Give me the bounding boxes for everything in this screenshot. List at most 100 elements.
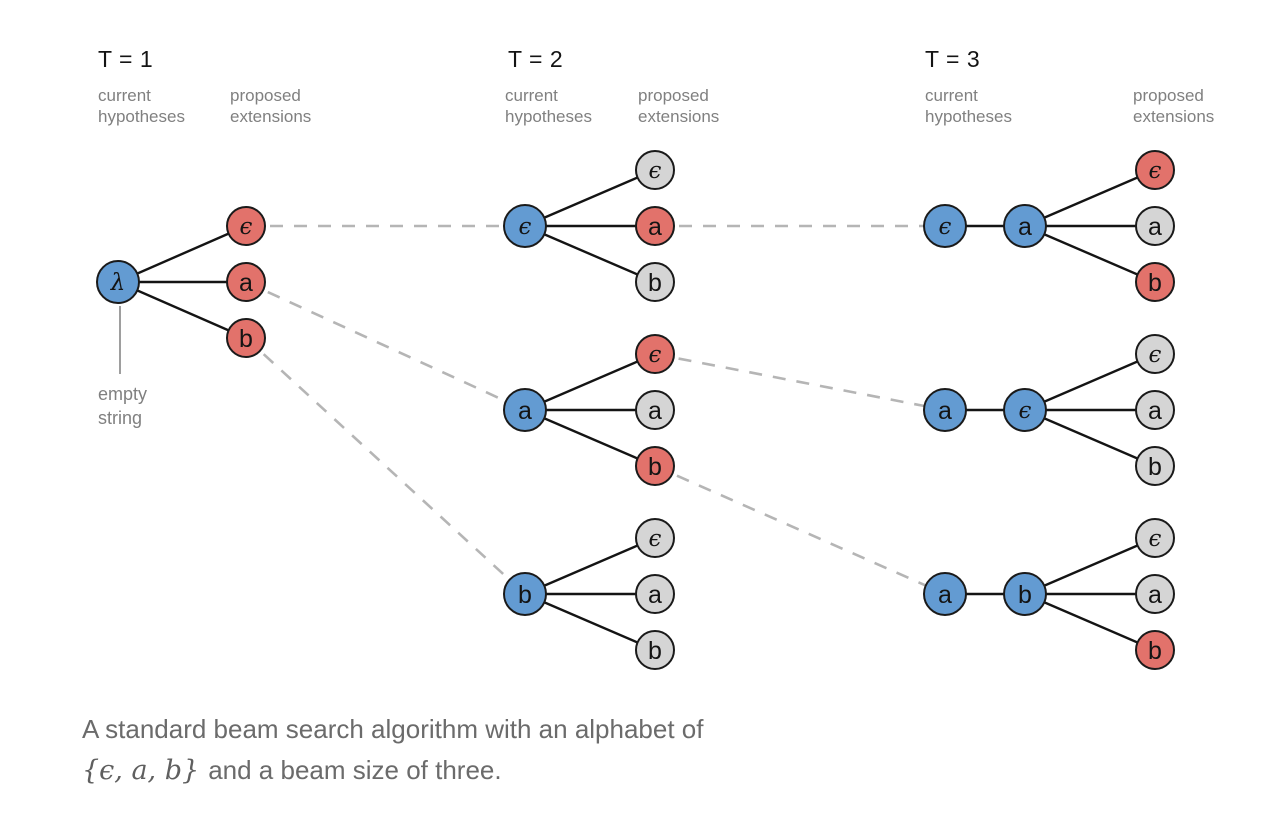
timestep-3-proposed-extensions-label: proposed extensions — [1133, 86, 1215, 126]
node-label: a — [648, 397, 662, 425]
node-label: ϵ — [519, 214, 532, 240]
caption-line2-text: and a beam size of three. — [208, 755, 502, 785]
node-label: b — [1148, 269, 1162, 297]
caption-line2: {ϵ, a, b} and a beam size of three. — [82, 750, 704, 791]
node-t3e-1b: b — [1135, 262, 1175, 302]
node-t3e-2e: ϵ — [1135, 334, 1175, 374]
beam-advance-dashed-edge — [654, 464, 946, 596]
node-circle-rejected — [1135, 518, 1175, 558]
timestep-2-proposed-extensions-label: proposed extensions — [638, 86, 720, 126]
node-label: a — [239, 269, 253, 297]
node-circle-selected — [1135, 150, 1175, 190]
node-circle-rejected — [635, 262, 675, 302]
node-circle-hypothesis — [96, 260, 140, 304]
node-t2e-aa: a — [635, 390, 675, 430]
node-label: b — [648, 637, 662, 665]
tree-edge — [524, 352, 656, 412]
node-circle-rejected — [635, 390, 675, 430]
node-circle-hypothesis — [503, 388, 547, 432]
node-label: ϵ — [240, 214, 253, 240]
node-t2e-bb: b — [635, 630, 675, 670]
timestep-1-title: T = 1 — [98, 46, 154, 72]
node-label: b — [648, 453, 662, 481]
node-circle-hypothesis — [503, 204, 547, 248]
node-t2e-ae: ϵ — [635, 334, 675, 374]
node-circle-selected — [635, 206, 675, 246]
node-label: b — [1148, 453, 1162, 481]
timestep-2-title: T = 2 — [508, 46, 564, 72]
node-t1-root: λ — [96, 260, 140, 304]
node-label: a — [938, 581, 952, 609]
node-circle-rejected — [1135, 574, 1175, 614]
timestep-3-current-hypotheses-label: current hypotheses — [925, 86, 1012, 126]
caption-line1: A standard beam search algorithm with an… — [82, 714, 704, 744]
empty-string-label: empty string — [98, 384, 148, 428]
node-t3e-3e: ϵ — [1135, 518, 1175, 558]
node-t3e-3b: b — [1135, 630, 1175, 670]
node-circle-hypothesis — [923, 572, 967, 616]
figure-caption: A standard beam search algorithm with an… — [82, 709, 704, 791]
node-label: ϵ — [649, 526, 662, 552]
caption-alphabet: {ϵ, a, b} — [82, 755, 200, 786]
tree-edge — [1024, 224, 1156, 284]
node-t3e-3a: a — [1135, 574, 1175, 614]
node-label: λ — [110, 270, 126, 296]
node-label: ϵ — [939, 214, 952, 240]
node-t1-b: b — [226, 318, 266, 358]
timestep-2-current-hypotheses-label: current hypotheses — [505, 86, 592, 126]
node-label: a — [518, 397, 532, 425]
node-label: b — [648, 269, 662, 297]
node-circle-hypothesis — [503, 572, 547, 616]
node-circle-rejected — [635, 150, 675, 190]
node-circle-rejected — [635, 630, 675, 670]
node-t2h-a: a — [503, 388, 547, 432]
node-t3h2-a: a — [1003, 204, 1047, 248]
node-label: b — [518, 581, 532, 609]
tree-edge — [1024, 408, 1156, 468]
tree-edge — [1024, 352, 1156, 412]
node-label: b — [239, 325, 253, 353]
node-t3e-1a: a — [1135, 206, 1175, 246]
node-circle-selected — [1135, 262, 1175, 302]
node-t3h2-b: b — [1003, 572, 1047, 616]
tree-edge — [1024, 536, 1156, 596]
node-label: a — [1018, 213, 1032, 241]
node-t2h-e: ϵ — [503, 204, 547, 248]
timestep-3-title: T = 3 — [925, 46, 981, 72]
node-label: ϵ — [649, 158, 662, 184]
node-circle-selected — [635, 334, 675, 374]
node-t2h-b: b — [503, 572, 547, 616]
node-t3h2-e: ϵ — [1003, 388, 1047, 432]
node-circle-rejected — [635, 518, 675, 558]
tree-edge — [524, 224, 656, 284]
node-t2e-ba: a — [635, 574, 675, 614]
node-label: ϵ — [649, 342, 662, 368]
node-t2e-ea: a — [635, 206, 675, 246]
timestep-1-proposed-extensions-label: proposed extensions — [230, 86, 312, 126]
node-label: b — [1018, 581, 1032, 609]
node-t2e-ee: ϵ — [635, 150, 675, 190]
node-label: ϵ — [1149, 158, 1162, 184]
node-label: a — [938, 397, 952, 425]
tree-edge — [524, 408, 656, 468]
node-label: a — [1148, 397, 1162, 425]
node-circle-selected — [635, 446, 675, 486]
timestep-1-current-hypotheses-label: current hypotheses — [98, 86, 185, 126]
node-label: ϵ — [1149, 526, 1162, 552]
tree-edge — [117, 224, 247, 284]
node-circle-hypothesis — [1003, 388, 1047, 432]
node-t3e-1e: ϵ — [1135, 150, 1175, 190]
node-t3h1-e: ϵ — [923, 204, 967, 248]
node-t3e-2a: a — [1135, 390, 1175, 430]
node-label: a — [648, 213, 662, 241]
node-circle-rejected — [1135, 390, 1175, 430]
node-circle-hypothesis — [1003, 204, 1047, 248]
node-circle-rejected — [1135, 206, 1175, 246]
node-circle-rejected — [635, 574, 675, 614]
node-label: a — [1148, 581, 1162, 609]
node-t2e-ab: b — [635, 446, 675, 486]
node-t3h1-a: a — [923, 388, 967, 432]
node-label: a — [648, 581, 662, 609]
node-label: ϵ — [1019, 398, 1032, 424]
